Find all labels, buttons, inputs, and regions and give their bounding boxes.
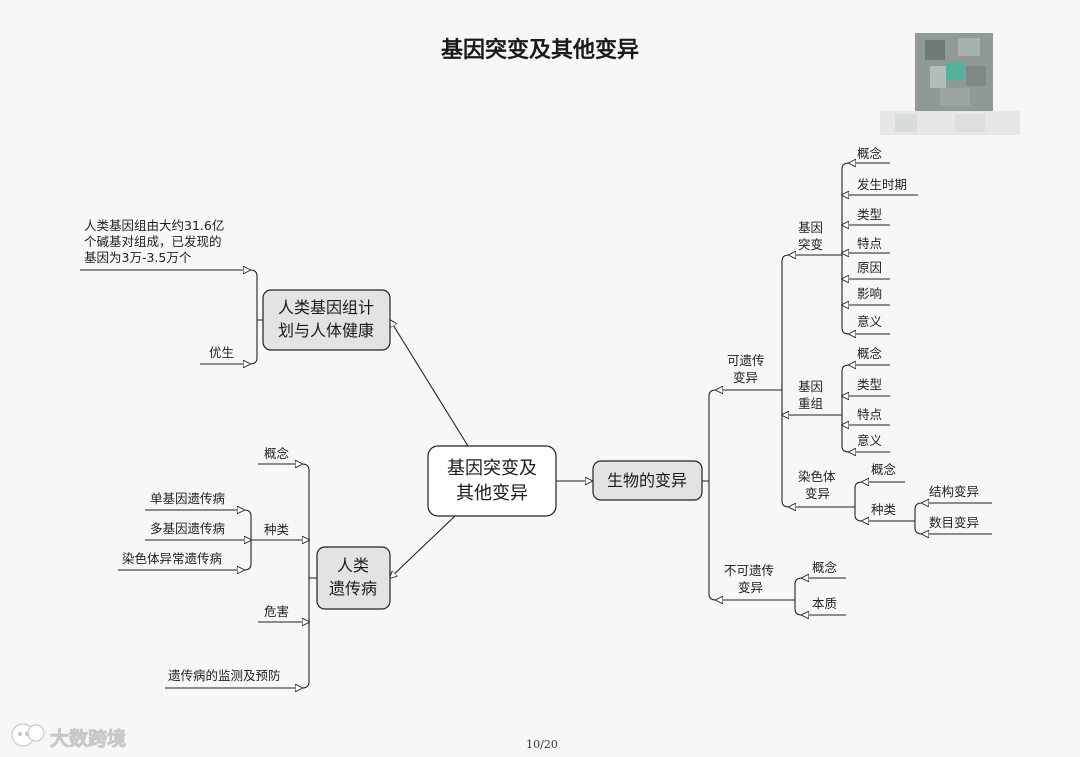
genome-plan-line2: 划与人体健康 bbox=[278, 321, 374, 340]
nonheritable-item: 本质 bbox=[812, 596, 837, 611]
chromosome-types-label: 种类 bbox=[871, 502, 897, 517]
variation-label: 生物的变异 bbox=[607, 471, 687, 490]
genome-plan-line1: 人类基因组计 bbox=[278, 298, 374, 317]
chromosome-type-item: 结构变异 bbox=[929, 484, 979, 499]
gene-mutation-item: 影响 bbox=[857, 286, 882, 301]
connector-center-to-genome-plan bbox=[390, 320, 468, 446]
nonheritable-item: 概念 bbox=[812, 560, 838, 575]
gene-recombination-item: 意义 bbox=[857, 433, 883, 448]
heritable-line1: 可遗传 bbox=[727, 353, 765, 368]
disease-monitoring-label: 遗传病的监测及预防 bbox=[168, 668, 281, 683]
watermark-icon bbox=[12, 724, 44, 746]
gene-recombination-line1: 基因 bbox=[798, 379, 823, 394]
gene-mutation-item: 原因 bbox=[857, 260, 882, 275]
gene-recombination-line2: 重组 bbox=[798, 396, 823, 411]
central-topic-box[interactable] bbox=[428, 446, 556, 516]
nonheritable-line2: 变异 bbox=[738, 580, 763, 595]
disease-concept-label: 概念 bbox=[264, 446, 290, 461]
gene-recombination-item: 特点 bbox=[857, 407, 882, 422]
disease-type-item: 单基因遗传病 bbox=[150, 491, 225, 506]
gene-mutation-item: 类型 bbox=[857, 207, 882, 222]
connector-center-to-genetic-disease bbox=[390, 516, 455, 578]
gene-mutation-item: 意义 bbox=[857, 314, 883, 329]
genome-note-line1: 人类基因组由大约31.6亿 bbox=[84, 218, 224, 233]
gene-recombination-item: 类型 bbox=[857, 377, 882, 392]
disease-harm-label: 危害 bbox=[264, 604, 289, 619]
watermark-text: 大数跨境 bbox=[50, 727, 126, 750]
disease-types-label: 种类 bbox=[264, 522, 290, 537]
central-topic-line2: 其他变异 bbox=[456, 483, 528, 504]
gene-mutation-line1: 基因 bbox=[798, 220, 823, 235]
nonheritable-line1: 不可遗传 bbox=[724, 563, 774, 578]
disease-type-item: 多基因遗传病 bbox=[150, 521, 225, 536]
chromosome-type-item: 数目变异 bbox=[929, 515, 979, 530]
central-topic-line1: 基因突变及 bbox=[447, 458, 537, 479]
page-number: 10/20 bbox=[526, 738, 558, 751]
gene-mutation-item: 特点 bbox=[857, 236, 882, 251]
watermark-logo: 大数跨境 bbox=[12, 724, 126, 750]
gene-mutation-line2: 突变 bbox=[798, 237, 823, 252]
chromosome-variation-line1: 染色体 bbox=[798, 469, 836, 484]
qr-code-image bbox=[880, 33, 1020, 135]
heritable-line2: 变异 bbox=[733, 370, 758, 385]
genetic-disease-line1: 人类 bbox=[337, 556, 369, 575]
eugenics-label: 优生 bbox=[209, 345, 234, 360]
genome-note-line3: 基因为3万-3.5万个 bbox=[84, 250, 192, 265]
genetic-disease-line2: 遗传病 bbox=[329, 579, 377, 598]
chromosome-concept-label: 概念 bbox=[871, 462, 897, 477]
genome-note-line2: 个碱基对组成，已发现的 bbox=[84, 234, 222, 249]
disease-type-item: 染色体异常遗传病 bbox=[122, 551, 222, 566]
page-title: 基因突变及其他变异 bbox=[441, 37, 639, 63]
chromosome-variation-line2: 变异 bbox=[805, 486, 830, 501]
gene-mutation-item: 概念 bbox=[857, 146, 883, 161]
gene-recombination-item: 概念 bbox=[857, 346, 883, 361]
gene-mutation-item: 发生时期 bbox=[857, 177, 907, 192]
